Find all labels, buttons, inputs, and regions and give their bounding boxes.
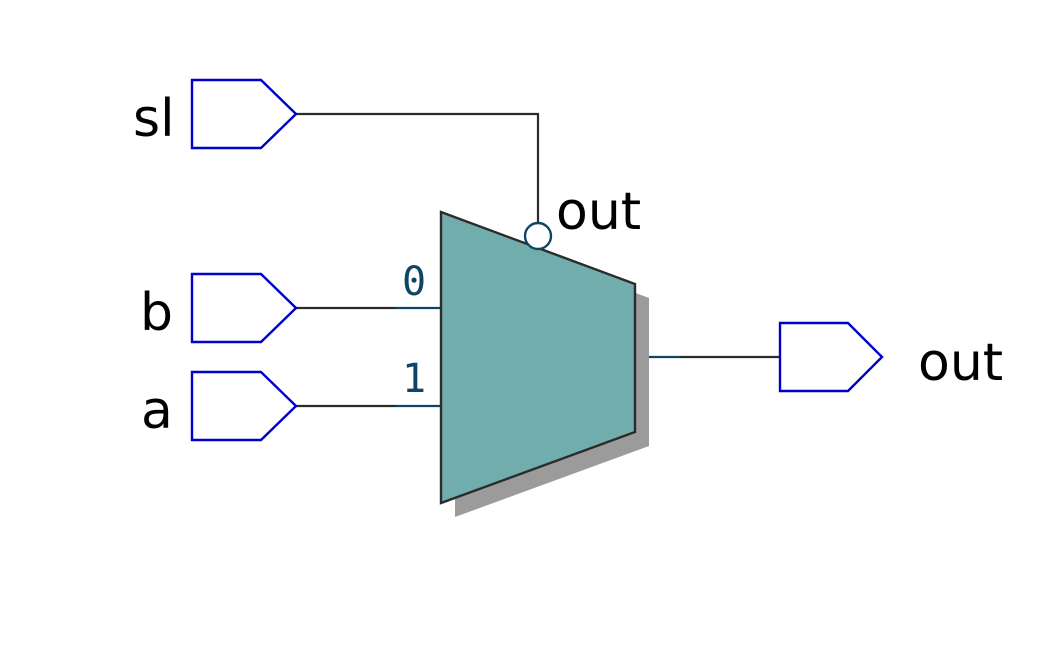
mux-input-pin-1-label: 1 bbox=[402, 356, 426, 402]
input-port-b-label: b bbox=[140, 283, 173, 343]
output-port-out-label: out bbox=[918, 333, 1003, 393]
select-inversion-bubble bbox=[523, 221, 553, 251]
input-port-b-shape bbox=[190, 272, 298, 344]
output-port-out-shape bbox=[778, 321, 884, 393]
input-port-a[interactable]: a bbox=[141, 370, 298, 442]
wire-sl-to-mux bbox=[296, 112, 540, 222]
input-port-a-label: a bbox=[141, 381, 173, 441]
input-port-a-shape bbox=[190, 370, 298, 442]
mux-input-pin-0-label: 0 bbox=[402, 259, 426, 305]
input-port-b[interactable]: b bbox=[140, 272, 298, 344]
mux-output-pin-label: out bbox=[556, 182, 641, 242]
mux-body[interactable] bbox=[439, 210, 637, 505]
input-port-sl-label: sl bbox=[133, 89, 175, 149]
input-port-sl[interactable]: sl bbox=[133, 78, 298, 150]
input-port-sl-shape bbox=[190, 78, 298, 150]
output-port-out[interactable]: out bbox=[778, 321, 1003, 393]
